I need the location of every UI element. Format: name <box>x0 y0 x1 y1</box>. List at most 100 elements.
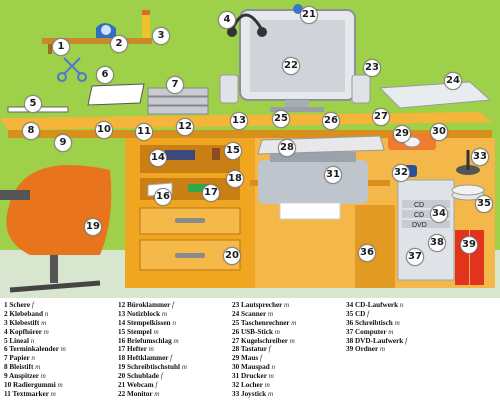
marker-32: 32 <box>392 164 410 182</box>
legend-number: 33 <box>232 389 240 398</box>
legend-number: 14 <box>118 318 126 327</box>
legend-gender: m <box>35 363 41 372</box>
legend-item-13: 13 Notizblock m <box>118 310 187 319</box>
cd-drive-label-2: CD <box>414 212 424 219</box>
marker-8: 8 <box>22 122 40 140</box>
legend-item-27: 27 Kugelschreiber m <box>232 337 296 346</box>
legend-number: 6 <box>4 345 8 354</box>
legend-number: 17 <box>118 345 126 354</box>
legend-word: Schreibtisch <box>354 318 393 327</box>
legend-number: 7 <box>4 354 8 363</box>
legend-word: Taschenrechner <box>240 318 290 327</box>
legend-gender: f <box>160 372 163 381</box>
legend-gender: f <box>367 309 370 318</box>
legend-number: 30 <box>232 363 240 372</box>
marker-5: 5 <box>24 95 42 113</box>
marker-21: 21 <box>300 6 318 24</box>
legend-gender: m <box>267 389 274 398</box>
legend-item-23: 23 Lautsprecher m <box>232 301 296 310</box>
legend-number: 35 <box>346 309 354 318</box>
legend-number: 19 <box>118 363 126 372</box>
legend-item-4: 4 Kopfhörer m <box>4 328 66 337</box>
legend-word: Klebestift <box>9 318 40 327</box>
legend-number: 12 <box>118 301 126 309</box>
marker-38: 38 <box>428 234 446 252</box>
speaker-icon <box>219 74 239 104</box>
marker-29: 29 <box>393 125 411 143</box>
legend-number: 16 <box>118 336 126 345</box>
legend-gender: m <box>173 336 179 345</box>
marker-14: 14 <box>149 149 167 167</box>
marker-9: 9 <box>54 134 72 152</box>
legend-word: Stempel <box>126 327 152 336</box>
legend-item-34: 34 CD-Laufwerk n <box>346 301 407 310</box>
legend-item-39: 39 Ordner m <box>346 345 407 354</box>
legend-gender: m <box>181 363 187 372</box>
legend-word: Mauspad <box>240 363 270 372</box>
legend-gender: m <box>50 389 56 398</box>
marker-30: 30 <box>430 123 448 141</box>
legend-gender: f <box>268 345 271 354</box>
legend-item-19: 19 Schreibtischstuhl m <box>118 363 187 372</box>
legend-item-7: 7 Papier n <box>4 354 66 363</box>
marker-12: 12 <box>176 118 194 136</box>
legend-item-1: 1 Schere f <box>4 301 66 310</box>
computer-tower-icon <box>397 179 455 281</box>
legend-word: Schreibtischstuhl <box>126 363 180 372</box>
legend-item-25: 25 Taschenrechner m <box>232 319 296 328</box>
legend-item-2: 2 Klebeband n <box>4 310 66 319</box>
legend-item-37: 37 Computer m <box>346 328 407 337</box>
legend-word: Ordner <box>354 345 379 354</box>
legend-item-3: 3 Klebestift m <box>4 319 66 328</box>
legend-word: Kopfhörer <box>9 327 42 336</box>
legend-word: USB-Stick <box>240 327 273 336</box>
marker-26: 26 <box>322 112 340 130</box>
legend-gender: n <box>30 336 35 345</box>
legend-word: Monitor <box>126 389 153 398</box>
legend-number: 38 <box>346 336 354 345</box>
marker-20: 20 <box>223 247 241 265</box>
legend-word: Lautsprecher <box>240 301 283 309</box>
legend-gender: m <box>264 381 270 390</box>
marker-28: 28 <box>278 139 296 157</box>
legend-word: DVD-Laufwerk <box>354 336 404 345</box>
marker-11: 11 <box>135 123 153 141</box>
calendar-icon <box>87 83 145 106</box>
marker-15: 15 <box>224 142 242 160</box>
marker-25: 25 <box>272 110 290 128</box>
legend-word: Hefter <box>126 345 147 354</box>
legend-number: 28 <box>232 345 240 354</box>
marker-7: 7 <box>166 76 184 94</box>
legend-gender: m <box>161 309 168 318</box>
legend-gender: m <box>289 336 295 345</box>
legend-item-29: 29 Maus f <box>232 354 296 363</box>
marker-1: 1 <box>52 38 70 56</box>
desk-scene-drawing: CD CD DVD <box>0 0 500 298</box>
legend-gender: f <box>405 336 408 345</box>
legend-number: 21 <box>118 381 126 390</box>
marker-27: 27 <box>372 108 390 126</box>
legend-word: Radiergummi <box>12 381 56 390</box>
legend-number: 8 <box>4 363 8 372</box>
legend-gender: f <box>31 301 34 309</box>
legend-item-5: 5 Lineal n <box>4 337 66 346</box>
legend-word: Maus <box>240 354 259 363</box>
legend-gender: m <box>274 327 280 336</box>
scanner-icon <box>378 81 492 109</box>
marker-39: 39 <box>460 236 478 254</box>
legend-number: 39 <box>346 345 354 354</box>
marker-31: 31 <box>324 166 342 184</box>
stamp-icon <box>212 148 220 160</box>
marker-16: 16 <box>154 188 172 206</box>
legend-item-30: 30 Mauspad n <box>232 363 296 372</box>
legend-word: Computer <box>354 327 387 336</box>
marker-19: 19 <box>84 218 102 236</box>
legend-word: Bleistift <box>9 363 34 372</box>
legend-number: 10 <box>4 381 12 390</box>
legend-word: Locher <box>240 381 263 390</box>
legend-item-33: 33 Joystick m <box>232 390 296 399</box>
legend-number: 34 <box>346 301 354 309</box>
legend-gender: f <box>155 381 158 390</box>
